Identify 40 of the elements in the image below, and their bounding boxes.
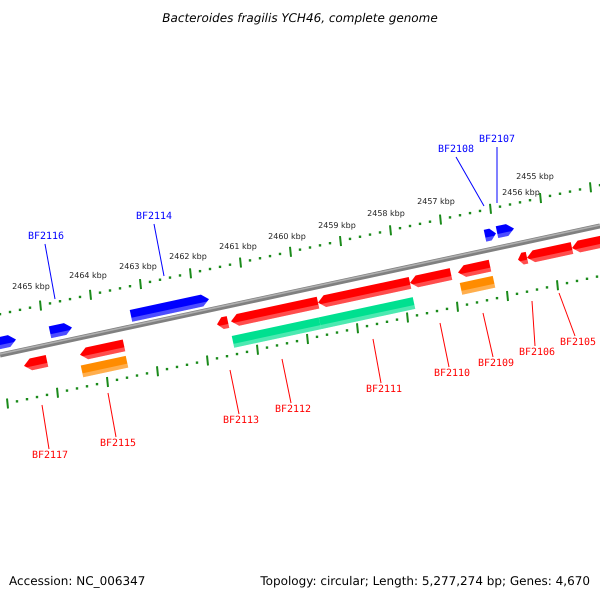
- scale-label: 2458 kbp: [367, 210, 405, 218]
- scale-label: 2457 kbp: [417, 198, 455, 206]
- gene-label: BF2116: [28, 232, 64, 242]
- gene-label: BF2106: [518, 348, 556, 358]
- scale-label: 2462 kbp: [169, 253, 207, 261]
- scale-label: 2459 kbp: [318, 222, 356, 230]
- scale-label: 2465 kbp: [12, 283, 50, 291]
- scale-label: 2456 kbp: [502, 189, 540, 197]
- leader-line: [558, 292, 576, 336]
- gene-label: BF2114: [136, 212, 172, 222]
- gene-label: BF2109: [478, 359, 514, 369]
- leader-line: [108, 392, 116, 438]
- leader-line: [154, 224, 164, 276]
- gene-label: BF2117: [32, 451, 68, 461]
- leader-line: [440, 322, 450, 368]
- leader-line: [282, 358, 292, 404]
- chart-title: Bacteroides fragilis YCH46, complete genome: [162, 11, 438, 26]
- scale-label: 2463 kbp: [119, 263, 157, 271]
- scale-label: 2455 kbp: [516, 173, 554, 181]
- gene-label: BF2111: [366, 385, 402, 395]
- leader-line: [532, 300, 536, 346]
- scale-label: 2464 kbp: [69, 272, 107, 280]
- leader-line: [42, 404, 50, 450]
- accession-text: Accession: NC_006347: [9, 574, 146, 588]
- leader-line: [372, 338, 382, 384]
- gene-label: BF2115: [100, 439, 136, 449]
- gene-label: BF2113: [222, 416, 260, 426]
- genome-info-text: Topology: circular; Length: 5,277,274 bp; Genes: 4,670: [260, 574, 590, 588]
- gene-label: BF2107: [478, 135, 516, 145]
- leader-line: [44, 244, 56, 300]
- gene-label: BF2108: [438, 145, 474, 155]
- leader-line: [230, 370, 240, 414]
- gene-label: BF2112: [274, 405, 312, 415]
- gene-label: BF2105: [560, 338, 596, 348]
- scale-label: 2460 kbp: [268, 233, 306, 241]
- leader-line: [496, 146, 498, 204]
- gene-label: BF2110: [434, 369, 470, 379]
- scale-label: 2461 kbp: [219, 243, 257, 251]
- leader-line: [482, 312, 494, 358]
- leader-line: [456, 156, 484, 206]
